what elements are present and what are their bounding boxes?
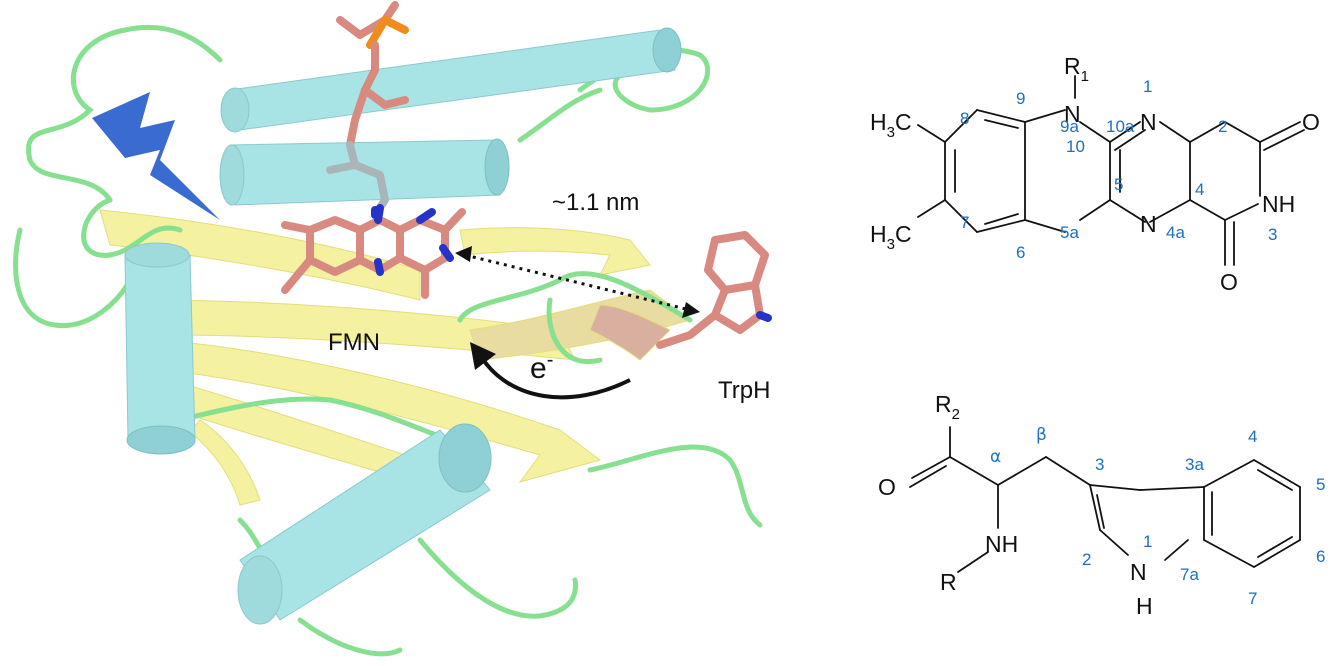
trp-num-7a: 7a: [1180, 565, 1199, 584]
flavin-num-6: 6: [1016, 243, 1025, 262]
flavin-n1: N: [1140, 109, 1157, 135]
trp-num-3a: 3a: [1185, 455, 1204, 474]
helix-bottom: [237, 423, 492, 625]
flavin-r1-index: 1: [1081, 68, 1089, 85]
flavin-num-10a: 10a: [1106, 117, 1135, 136]
loops: [13, 24, 763, 657]
flavin-num-3: 3: [1268, 225, 1277, 244]
flavin-numbering: 1 2 3 4 4a 5 5a 6 7 8 9 9a 10 10a: [960, 77, 1277, 262]
flavin-num-5: 5: [1114, 175, 1123, 194]
flavin-methyl-top-index: 3: [887, 124, 895, 141]
trp-num-2: 2: [1082, 550, 1091, 569]
flavin-num-9a: 9a: [1060, 117, 1079, 136]
trp-num-5: 5: [1316, 475, 1325, 494]
trp-num-1: 1: [1143, 532, 1152, 551]
electron-label: e-: [530, 349, 553, 385]
trp-r2-index: 2: [952, 406, 960, 423]
distance-label: ~1.1 nm: [552, 189, 639, 216]
trp-alpha: α: [990, 447, 1001, 467]
electron-charge: -: [547, 349, 554, 371]
fmn-label: FMN: [328, 329, 380, 356]
flavin-bonds: [917, 75, 1305, 266]
flavin-num-7: 7: [960, 213, 969, 232]
fmn-ligand: [281, 1, 466, 299]
electron-symbol: e: [530, 352, 547, 385]
trp-r2-letter: R: [935, 391, 952, 417]
trp-r2: R2: [935, 391, 960, 423]
flavin-methyl-bottom-c: C: [895, 221, 912, 247]
tryptophan-bonds: [909, 426, 1301, 573]
flavin-num-2: 2: [1218, 117, 1227, 136]
flavin-num-10: 10: [1066, 137, 1085, 156]
flavin-methyl-top-c: C: [895, 109, 912, 135]
flavin-o4: O: [1220, 269, 1238, 295]
trp-h1: H: [1136, 593, 1153, 619]
flavin-num-1: 1: [1143, 77, 1152, 96]
distance-arrow: [455, 246, 700, 318]
light-excitation-icon: [92, 92, 220, 220]
trp-oxygen: O: [878, 474, 896, 500]
tryptophan-structure: O NH R N H R2 α β 1 2 3 3a 4 5 6 7 7a: [878, 391, 1325, 619]
trp-beta: β: [1036, 425, 1047, 445]
flavin-structure: N N N NH O O R1 H3C H3C 1 2 3 4 4a 5 5a …: [870, 53, 1320, 295]
flavin-methyl-bottom-index: 3: [887, 236, 895, 253]
trp-num-4: 4: [1248, 427, 1257, 446]
trp-r: R: [940, 569, 957, 595]
flavin-n5: N: [1140, 211, 1157, 237]
flavin-methyl-top-h: H: [870, 109, 887, 135]
flavin-r1-letter: R: [1064, 53, 1081, 79]
flavin-n10: N: [1064, 101, 1081, 127]
trph-label: TrpH: [718, 377, 770, 404]
trp-num-7: 7: [1248, 589, 1257, 608]
flavin-num-9: 9: [1016, 89, 1025, 108]
flavin-num-4a: 4a: [1166, 223, 1185, 242]
electron-transfer-arrow: [470, 342, 631, 400]
trp-ligand: [656, 231, 772, 349]
flavin-num-8: 8: [960, 109, 969, 128]
flavin-methyl-top: H3C: [870, 109, 912, 141]
trp-nh: NH: [985, 531, 1018, 557]
trp-numbering: α β 1 2 3 3a 4 5 6 7 7a: [990, 425, 1325, 608]
protein-cartoon: ~1.1 nm FMN TrpH e-: [13, 1, 772, 657]
flavin-nh3: NH: [1262, 191, 1295, 217]
trp-num-6: 6: [1316, 547, 1325, 566]
flavin-methyl-bottom: H3C: [870, 221, 912, 253]
helix-left: [124, 242, 196, 455]
flavin-o2: O: [1302, 109, 1320, 135]
helix-top: [220, 27, 682, 133]
trp-num-3: 3: [1095, 455, 1104, 474]
flavin-methyl-bottom-h: H: [870, 221, 887, 247]
flavin-r1: R1: [1064, 53, 1089, 85]
flavin-num-4: 4: [1195, 180, 1204, 199]
flavin-num-5a: 5a: [1060, 223, 1079, 242]
trp-n1: N: [1130, 559, 1147, 585]
